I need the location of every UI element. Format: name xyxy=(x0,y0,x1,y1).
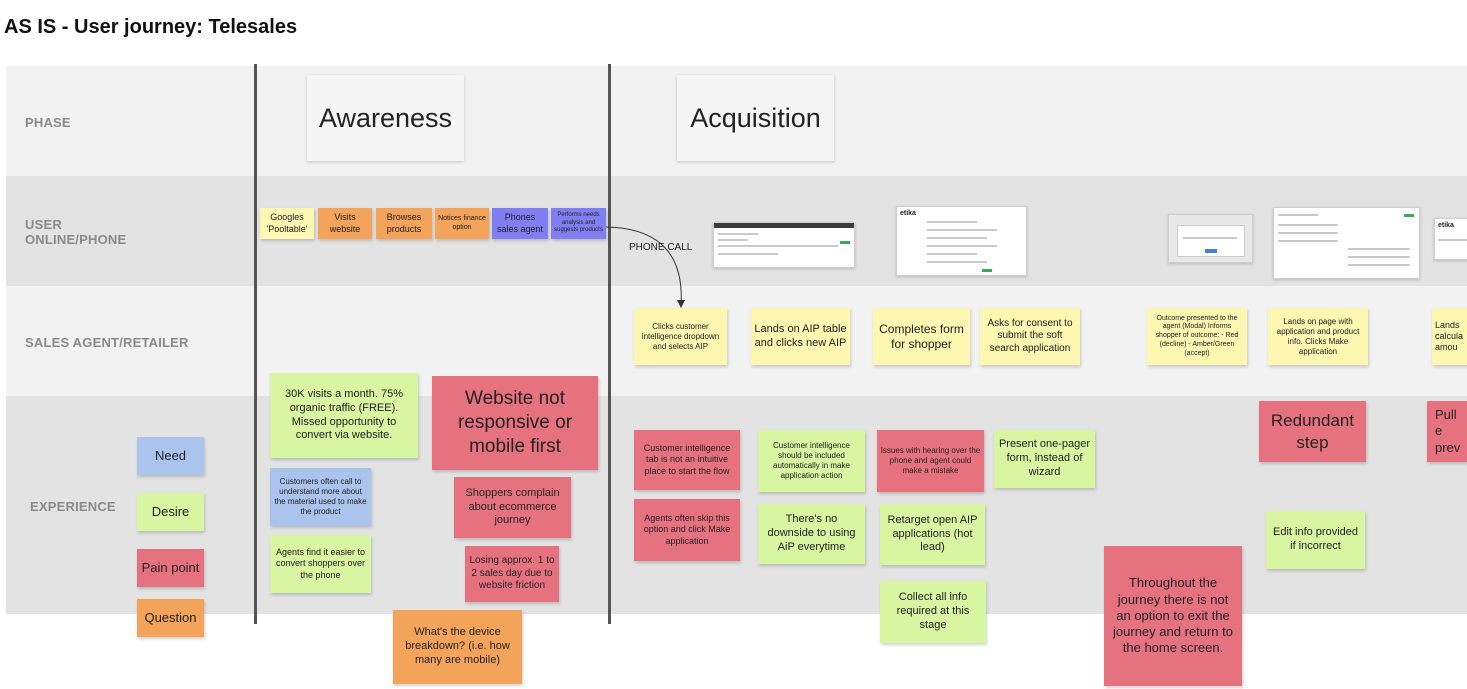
sales-step-consent[interactable]: Asks for consent to submit the soft sear… xyxy=(980,308,1080,365)
legend-question[interactable]: Question xyxy=(137,599,204,637)
experience-note-customers-call[interactable]: Customers often call to understand more … xyxy=(270,468,371,526)
experience-note-hearing-issues[interactable]: Issues with hearing over the phone and a… xyxy=(877,430,984,492)
experience-note-ci-not-intuitive[interactable]: Customer intelligence tab is not an intu… xyxy=(634,430,740,490)
screenshot-aip-form[interactable]: etika xyxy=(896,206,1027,276)
user-step-visits[interactable]: Visits website xyxy=(318,208,372,239)
experience-note-one-pager[interactable]: Present one-pager form, instead of wizar… xyxy=(994,430,1095,488)
screenshot-logo-2: etika xyxy=(1438,222,1454,229)
sales-step-lands-page[interactable]: Lands on page with application and produ… xyxy=(1268,308,1368,365)
screenshot-application-page[interactable] xyxy=(1273,207,1420,279)
screenshot-calculation-page[interactable]: etika xyxy=(1434,218,1467,260)
experience-note-not-responsive[interactable]: Website not responsive or mobile first xyxy=(432,376,598,470)
experience-note-no-downside[interactable]: There's no downside to using AiP everyti… xyxy=(758,504,865,564)
row-label-sales: SALES AGENT/RETAILER xyxy=(25,335,189,350)
sales-step-clicks-ci[interactable]: Clicks customer intelligence dropdown an… xyxy=(634,308,727,365)
sales-step-lands-calc[interactable]: Lands calcula amou xyxy=(1432,308,1467,365)
sales-step-lands-aip[interactable]: Lands on AIP table and clicks new AIP xyxy=(751,308,850,365)
experience-note-device-question[interactable]: What's the device breakdown? (i.e. how m… xyxy=(393,610,522,684)
experience-note-retarget[interactable]: Retarget open AIP applications (hot lead… xyxy=(880,504,985,565)
user-step-notices[interactable]: Notices finance option xyxy=(435,208,489,239)
row-label-phase: PHASE xyxy=(25,115,71,130)
experience-note-visits[interactable]: 30K visits a month. 75% organic traffic … xyxy=(270,373,418,458)
experience-note-redundant-step[interactable]: Redundant step xyxy=(1259,401,1366,462)
row-label-user: USER ONLINE/PHONE xyxy=(25,217,126,247)
sales-step-outcome[interactable]: Outcome presented to the agent (Modal) I… xyxy=(1147,308,1247,365)
phase-card-acquisition[interactable]: Acquisition xyxy=(677,75,834,161)
legend-desire[interactable]: Desire xyxy=(137,493,204,531)
phone-call-label: PHONE CALL xyxy=(629,242,693,253)
experience-note-pull-prev[interactable]: Pull e prev xyxy=(1427,401,1467,462)
legend-need[interactable]: Need xyxy=(137,437,204,475)
lane-divider-left xyxy=(254,64,257,624)
experience-note-agents-easier[interactable]: Agents find it easier to convert shopper… xyxy=(270,535,371,593)
phase-card-awareness[interactable]: Awareness xyxy=(307,75,464,161)
legend-pain-point[interactable]: Pain point xyxy=(137,549,204,587)
sales-lane xyxy=(6,286,1467,396)
experience-note-collect-info[interactable]: Collect all info required at this stage xyxy=(880,581,986,643)
screenshot-logo: etika xyxy=(900,210,916,217)
row-label-user-line2: ONLINE/PHONE xyxy=(25,232,127,247)
experience-note-edit-info[interactable]: Edit info provided if incorrect xyxy=(1266,511,1365,569)
row-label-experience: EXPERIENCE xyxy=(30,499,116,514)
user-step-google[interactable]: Googles 'Pooltable' xyxy=(260,208,314,239)
sales-step-completes-form[interactable]: Completes form for shopper xyxy=(873,308,970,365)
lane-divider-right xyxy=(608,64,611,624)
screenshot-outcome-modal[interactable] xyxy=(1168,214,1253,263)
experience-note-agents-skip[interactable]: Agents often skip this option and click … xyxy=(634,499,740,561)
experience-note-shoppers-complain[interactable]: Shoppers complain about ecommerce journe… xyxy=(454,477,571,538)
experience-note-losing-sales[interactable]: Losing approx. 1 to 2 sales day due to w… xyxy=(465,546,559,602)
user-step-browses[interactable]: Browses products xyxy=(376,208,432,239)
experience-note-ci-auto[interactable]: Customer intelligence should be included… xyxy=(758,430,865,492)
user-step-performs[interactable]: Performs needs analysis and suggests pro… xyxy=(551,208,606,239)
row-label-user-line1: USER xyxy=(25,217,62,232)
screenshot-customer-intelligence[interactable] xyxy=(713,222,855,268)
user-step-phones[interactable]: Phones sales agent xyxy=(492,208,548,239)
page-title: AS IS - User journey: Telesales xyxy=(4,16,298,38)
experience-note-no-exit[interactable]: Throughout the journey there is not an o… xyxy=(1104,546,1242,686)
